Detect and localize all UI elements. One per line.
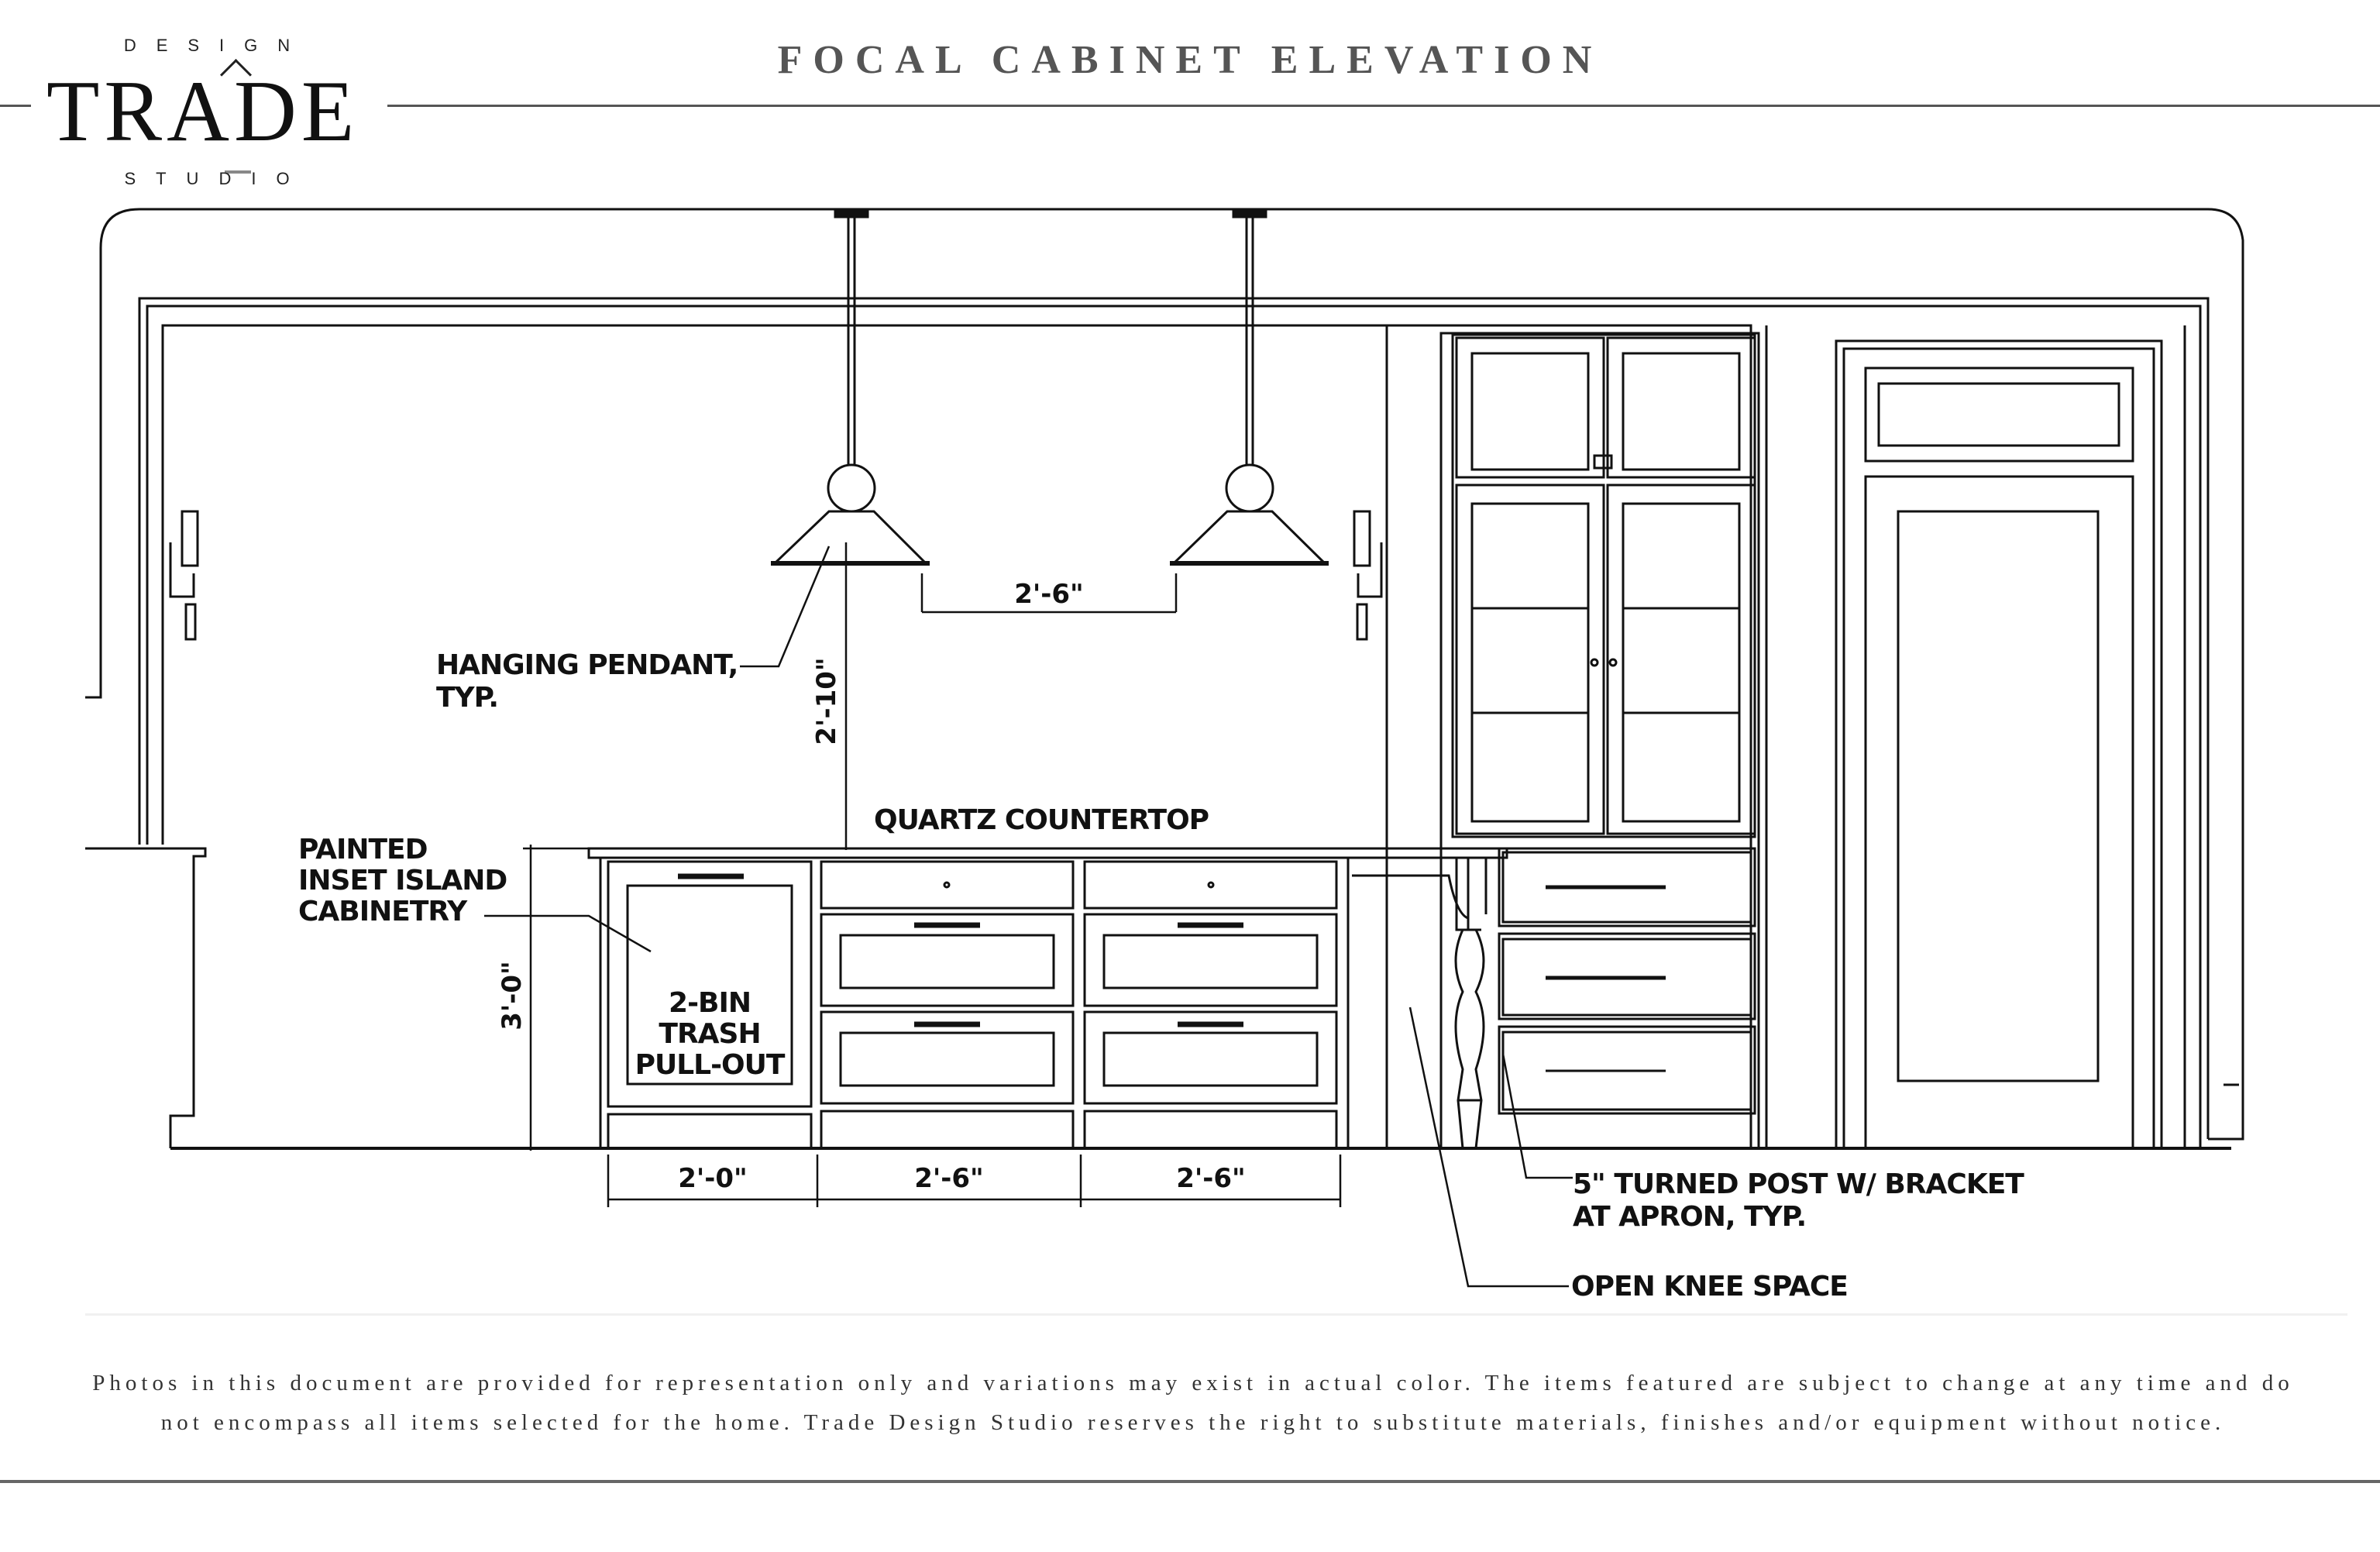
post-label-line2: AT APRON, TYP. [1573,1201,1806,1233]
trash-label-line2: TRASH [659,1018,760,1050]
pendant-height-dim: 2'-10" [811,657,842,745]
page-title-wrap: FOCAL CABINET ELEVATION [0,37,2380,83]
cabinet-width-dim-2: 2'-6" [914,1163,984,1194]
footer-rule [0,1480,2380,1483]
tall-glass-cabinet [1385,324,1768,1150]
entry-door [1835,339,2163,1150]
page-title: FOCAL CABINET ELEVATION [762,38,1618,82]
island-height-dim: 3'-0" [497,961,528,1031]
trash-label-line3: PULL-OUT [635,1049,786,1081]
pendant-light-left [771,209,930,566]
wall-outline [85,208,2244,1147]
cabinet-width-dim-3: 2'-6" [1176,1163,1246,1194]
turned-post [1352,858,1488,1149]
leader-lines [484,545,1573,1288]
header-rule [0,105,2380,107]
cabinetry-label-line2: INSET ISLAND [298,865,507,896]
dimension-lines [523,542,1342,1207]
cabinetry-label-line3: CABINETRY [298,896,468,927]
post-label-line1: 5" TURNED POST W/ BRACKET [1573,1168,2024,1200]
pendant-spacing-dim: 2'-6" [1014,579,1084,610]
island-cabinetry [587,847,1508,1150]
knee-space-label: OPEN KNEE SPACE [1571,1271,1848,1303]
wall-sconce-left [169,510,199,641]
countertop-label: QUARTZ COUNTERTOP [874,804,1209,836]
left-counter [85,847,207,1148]
pendant-light-right [1170,209,1329,566]
logo-dash [225,170,251,174]
logo-studio-text: STUDIO [124,169,310,188]
wall-sconce-right [1353,510,1383,641]
cabinet-width-dim-1: 2'-0" [678,1163,748,1194]
footer-separator [85,1313,2347,1316]
pendant-label-line2: TYP. [436,682,498,714]
cabinetry-label-line1: PAINTED [298,834,428,865]
pendant-label-line1: HANGING PENDANT, [436,649,738,681]
trade-design-studio-logo: DESIGN TRADE STUDIO [31,15,387,201]
logo-wordmark: TRADE [46,64,359,160]
disclaimer-text: Photos in this document are provided for… [92,1371,2294,1435]
logo-design-text: DESIGN [123,36,311,55]
trash-label-line1: 2-BIN [669,987,751,1019]
